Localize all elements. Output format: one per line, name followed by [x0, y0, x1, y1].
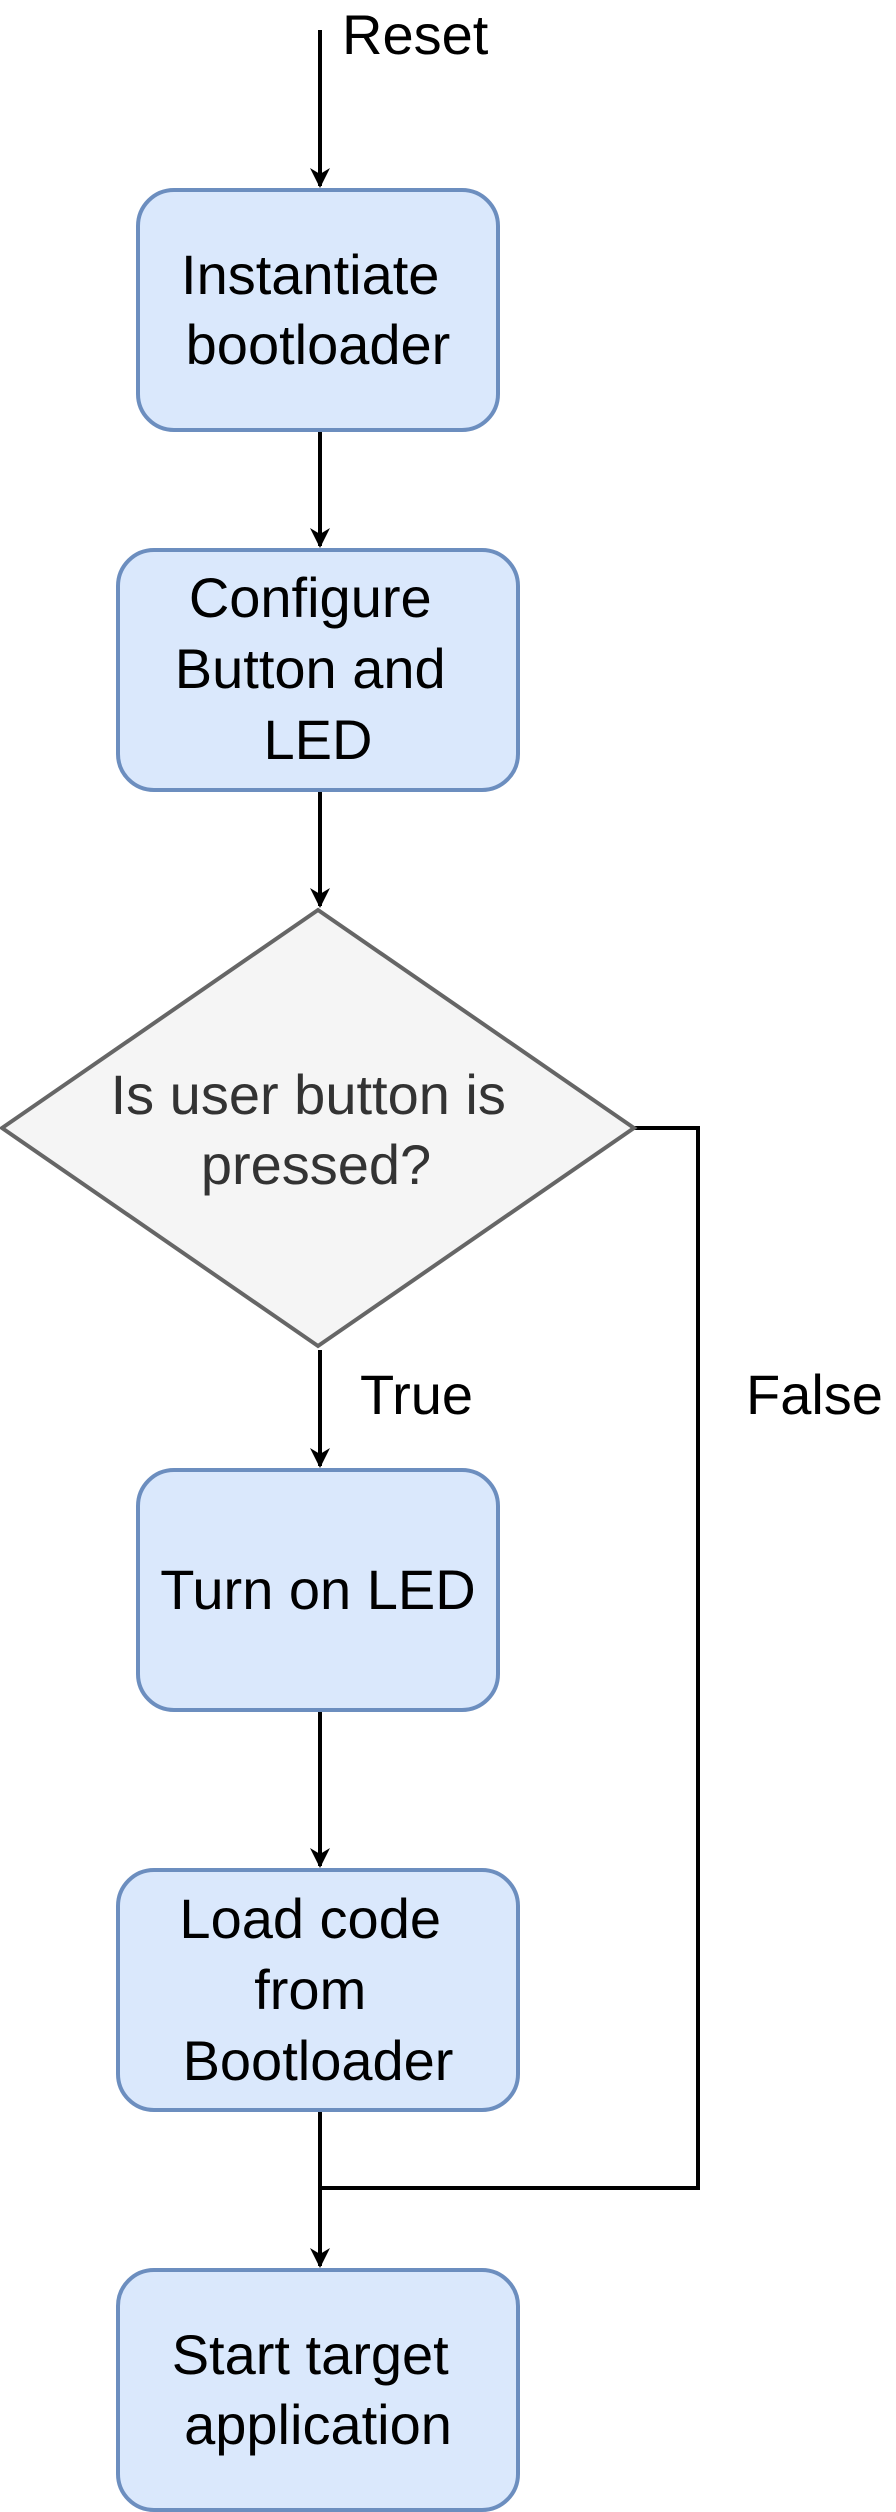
- instantiate-line-2: bootloader: [186, 313, 451, 376]
- configure-line-2: Button and: [175, 637, 446, 700]
- instantiate-bootloader-box: Instantiate bootloader: [136, 188, 500, 432]
- svg-text:Turn on LED: Turn on LED: [160, 1558, 475, 1621]
- load-code-line-1: Load code: [179, 1887, 441, 1950]
- user-button-decision: Is user button is pressed?: [0, 907, 638, 1349]
- turn-on-led-line-1: Turn on LED: [160, 1558, 475, 1621]
- false-branch-line: [320, 1126, 700, 2190]
- svg-text:Instantiate bootloader: Instantiate bootloader: [181, 243, 455, 376]
- start-target-application-box: Start target application: [116, 2268, 520, 2512]
- load-code-line-2: from: [254, 1958, 366, 2021]
- configure-line-3: LED: [264, 708, 373, 771]
- load-code-box: Load code from Bootloader: [116, 1868, 520, 2112]
- start-line-2: application: [184, 2393, 452, 2456]
- load-code-line-3: Bootloader: [183, 2029, 454, 2092]
- turn-on-led-box: Turn on LED: [136, 1468, 500, 1712]
- svg-text:Start target application: Start target application: [172, 2323, 465, 2456]
- svg-text:Configure Button and: Configure Button and LED: [175, 566, 461, 771]
- svg-text:Load code from Boo: Load code from Bootloader: [179, 1887, 456, 2092]
- svg-text:Is user button is presse: Is user button is pressed?: [111, 1063, 522, 1196]
- edges: [310, 30, 700, 2268]
- configure-line-1: Configure: [189, 566, 432, 629]
- decision-line-1: Is user button is: [111, 1063, 506, 1126]
- true-label: True: [360, 1363, 473, 1426]
- reset-label: Reset: [342, 3, 489, 66]
- start-line-1: Start target: [172, 2323, 449, 2386]
- instantiate-line-1: Instantiate: [181, 243, 439, 306]
- decision-line-2: pressed?: [201, 1133, 431, 1196]
- false-label: False: [746, 1363, 883, 1426]
- configure-button-led-box: Configure Button and LED: [116, 548, 520, 792]
